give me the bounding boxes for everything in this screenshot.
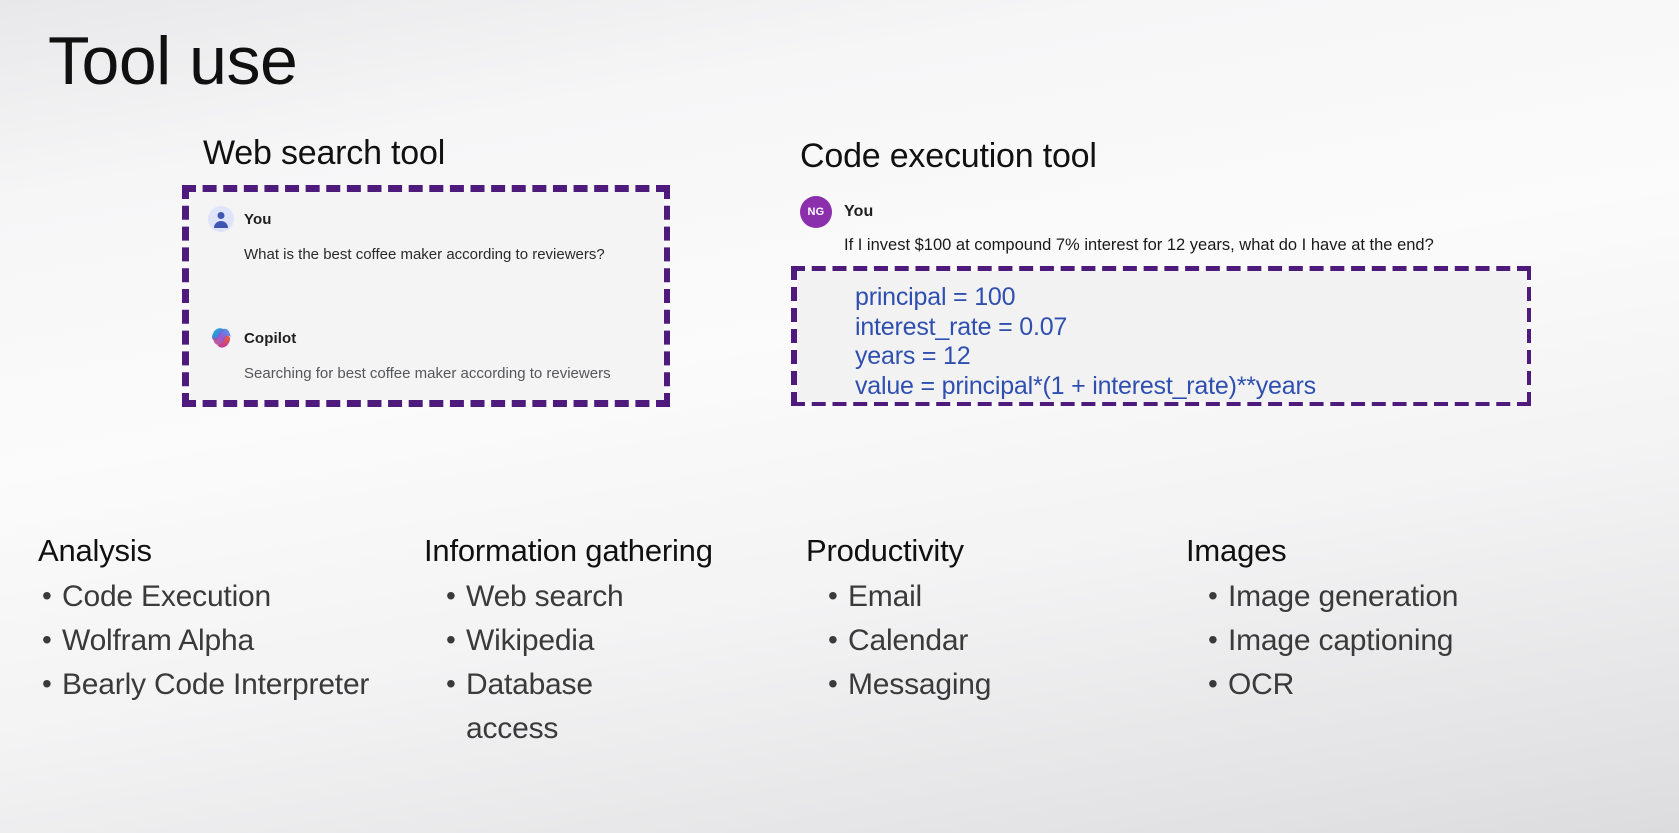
- chat-message-header: NG You: [800, 196, 1540, 228]
- category-information-gathering: Information gathering Web search Wikiped…: [424, 533, 713, 751]
- chat-author-name: You: [844, 203, 874, 220]
- list-item: Image captioning: [1208, 618, 1458, 663]
- list-item: Wolfram Alpha: [42, 618, 369, 663]
- list-item: Web search: [446, 574, 713, 619]
- category-list: Web search Wikipedia Database access: [424, 574, 713, 751]
- list-item: Email: [828, 574, 991, 619]
- web-search-tool-heading: Web search tool: [203, 134, 446, 172]
- chat-message-user: You What is the best coffee maker accord…: [208, 206, 652, 265]
- code-execution-tool-heading: Code execution tool: [800, 137, 1097, 175]
- chat-message-copilot: Copilot Searching for best coffee maker …: [208, 325, 652, 384]
- category-title: Productivity: [806, 533, 964, 568]
- chat-message-text: What is the best coffee maker according …: [244, 246, 605, 263]
- page-title: Tool use: [48, 23, 298, 99]
- code-line: years = 12: [855, 342, 971, 370]
- chat-author-name: Copilot: [244, 329, 297, 347]
- web-search-chat-card: You What is the best coffee maker accord…: [190, 192, 664, 400]
- web-search-dashed-frame: [182, 185, 670, 407]
- list-item: Image generation: [1208, 574, 1458, 619]
- code-execution-chat: NG You If I invest $100 at compound 7% i…: [800, 196, 1540, 256]
- code-line: value = principal*(1 + interest_rate)**y…: [855, 371, 1316, 400]
- list-item: Code Execution: [42, 574, 369, 619]
- list-item: OCR: [1208, 662, 1458, 707]
- code-block-dashed-frame: [791, 266, 1531, 406]
- chat-message-text: Searching for best coffee maker accordin…: [244, 365, 611, 382]
- category-list: Email Calendar Messaging: [806, 574, 991, 707]
- category-title: Images: [1186, 533, 1287, 568]
- category-list: Image generation Image captioning OCR: [1186, 574, 1458, 707]
- list-item: Wikipedia: [446, 618, 713, 663]
- chat-author-name: You: [244, 210, 272, 228]
- category-title: Information gathering: [424, 533, 713, 568]
- category-list: Code Execution Wolfram Alpha Bearly Code…: [38, 574, 369, 707]
- chat-message-header: You: [208, 206, 652, 232]
- list-item: Calendar: [828, 618, 991, 663]
- code-block: principal = 100 interest_rate = 0.07 yea…: [797, 271, 1527, 402]
- copilot-logo-icon: [208, 325, 234, 351]
- category-productivity: Productivity Email Calendar Messaging: [806, 533, 991, 707]
- code-line: interest_rate = 0.07: [855, 312, 1068, 341]
- person-avatar-icon: [208, 206, 234, 232]
- list-item: Database access: [446, 662, 661, 751]
- category-analysis: Analysis Code Execution Wolfram Alpha Be…: [38, 533, 369, 707]
- category-images: Images Image generation Image captioning…: [1186, 533, 1458, 707]
- user-initials-avatar: NG: [800, 196, 832, 228]
- list-item: Messaging: [828, 662, 991, 707]
- code-line: principal = 100: [855, 283, 1016, 311]
- chat-prompt-text: If I invest $100 at compound 7% interest…: [844, 236, 1434, 254]
- list-item: Bearly Code Interpreter: [42, 662, 369, 707]
- category-title: Analysis: [38, 533, 152, 568]
- chat-message-header: Copilot: [208, 325, 652, 351]
